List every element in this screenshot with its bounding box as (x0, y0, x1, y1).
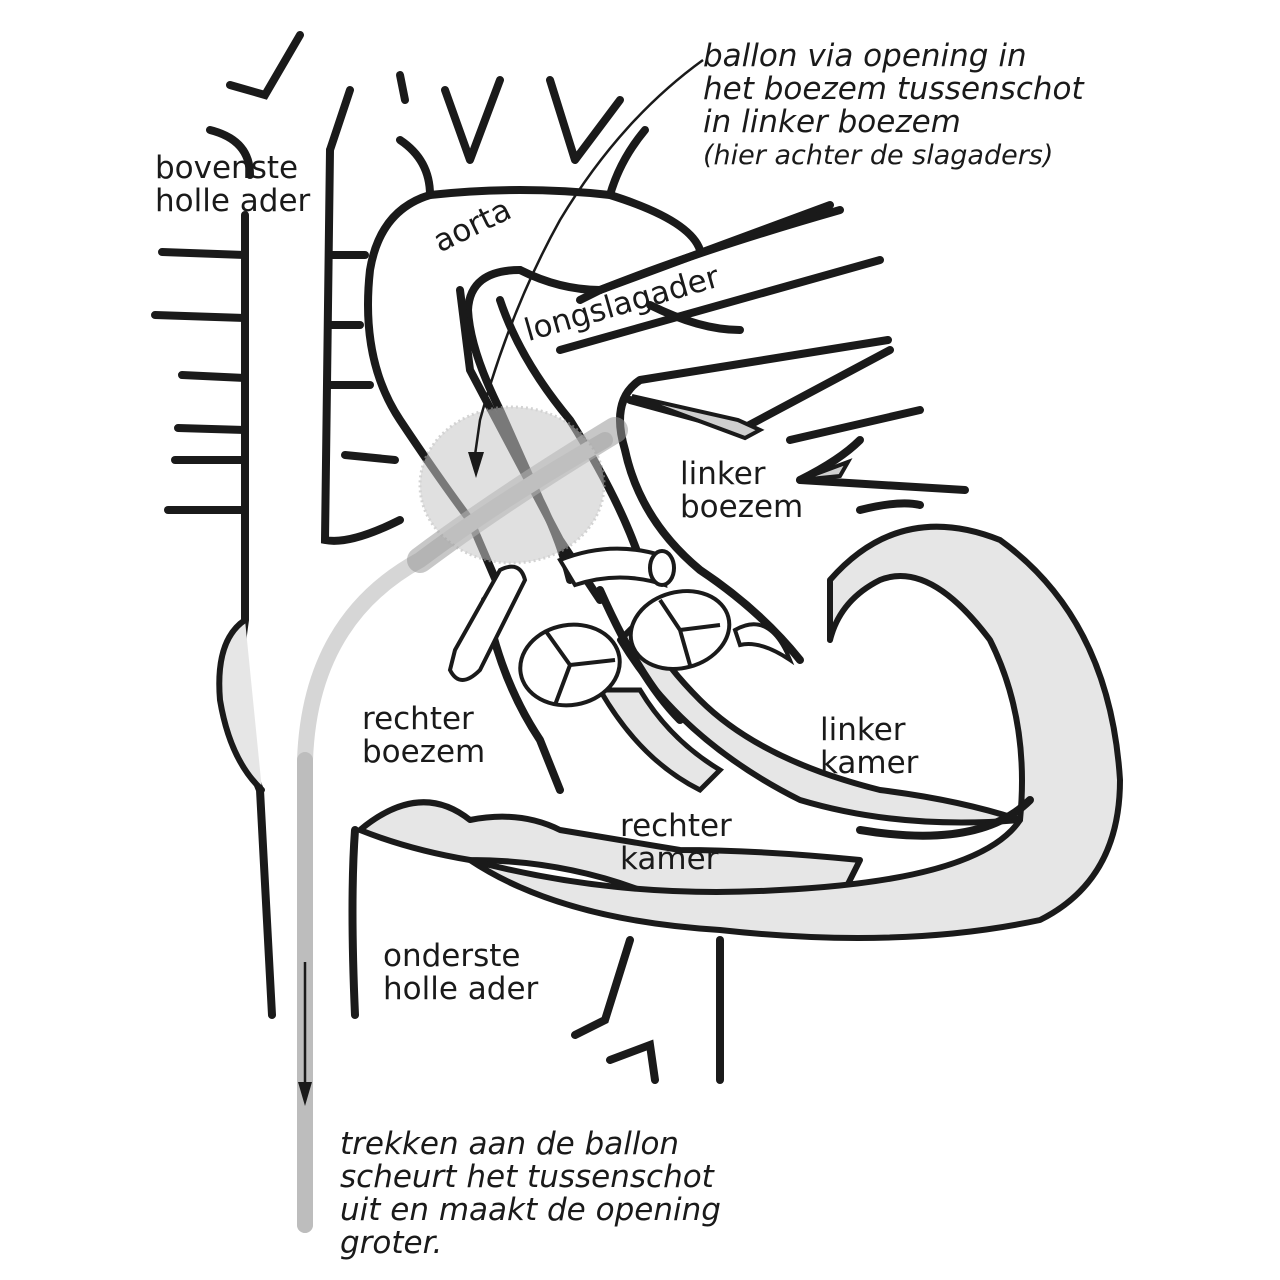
note-top: ballon via opening in het boezem tussens… (703, 40, 1084, 172)
arrow-head-top (468, 452, 484, 478)
vein-fold-upper (631, 394, 765, 441)
label-ivc-line1: onderste (383, 938, 521, 974)
label-svc-line2: holle ader (155, 183, 311, 219)
label-right-ventricle: rechter kamer (620, 810, 732, 876)
ventricle-wall (357, 523, 1123, 941)
note-top-line3: in linker boezem (703, 104, 961, 140)
label-left-atrium-line2: boezem (680, 489, 804, 525)
note-top-line1: ballon via opening in (703, 38, 1027, 74)
label-right-atrium: rechter boezem (362, 703, 485, 769)
label-right-atrium-line1: rechter (362, 701, 474, 737)
label-left-ventricle-line1: linker (820, 712, 906, 748)
note-top-line2: het boezem tussenschot (703, 71, 1084, 107)
label-left-atrium-line1: linker (680, 456, 766, 492)
label-ivc-line2: holle ader (383, 971, 539, 1007)
note-bottom: trekken aan de ballon scheurt het tussen… (340, 1128, 721, 1260)
label-left-ventricle: linker kamer (820, 714, 918, 780)
note-top-line4: (hier achter de slagaders) (703, 140, 1054, 171)
label-left-ventricle-line2: kamer (820, 745, 919, 781)
label-svc: bovenste holle ader (155, 152, 310, 218)
balloon (418, 405, 606, 565)
label-ivc: onderste holle ader (383, 940, 538, 1006)
note-bottom-line3: uit en maakt de opening (340, 1192, 721, 1228)
label-svc-line1: bovenste (155, 150, 299, 186)
valves (447, 546, 795, 708)
note-bottom-line2: scheurt het tussenschot (340, 1159, 714, 1195)
label-right-ventricle-line2: kamer (620, 841, 719, 877)
label-right-ventricle-line1: rechter (620, 808, 732, 844)
note-bottom-line1: trekken aan de ballon (340, 1126, 680, 1162)
instruction-arrows (303, 58, 704, 1088)
vena-cava (151, 31, 404, 1019)
arrow-head-bottom (298, 1082, 312, 1106)
vein-fold-lower (799, 458, 853, 482)
note-bottom-line4: groter. (340, 1225, 443, 1261)
label-right-atrium-line2: boezem (362, 734, 486, 770)
label-left-atrium: linker boezem (680, 458, 803, 524)
